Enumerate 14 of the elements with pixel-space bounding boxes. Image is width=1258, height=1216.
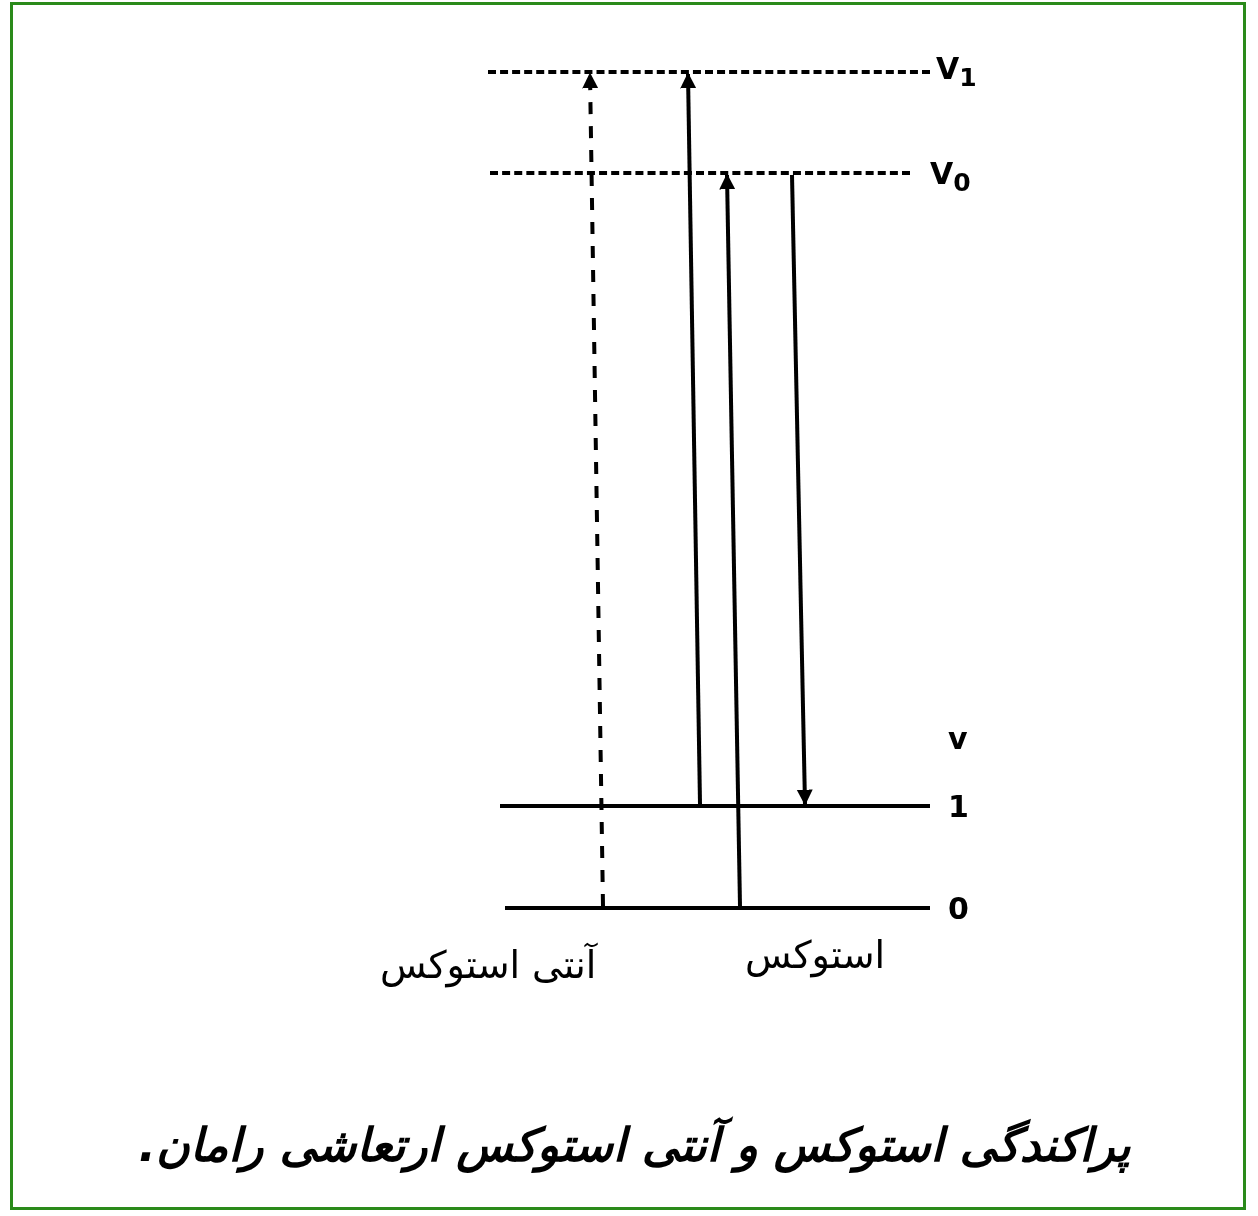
transition-arrow [680,72,702,805]
transition-arrow [582,72,605,907]
virtual-level-line [488,70,930,74]
vibrational-level-line [505,906,930,910]
level-label: 0 [948,894,969,924]
vibrational-level-line [500,804,930,808]
virtual-level-line [490,171,910,175]
level-label: 1 [948,792,969,822]
quantum-number-label: v [948,722,968,755]
level-label: V$_{1}$ [936,54,977,90]
transition-arrow [719,173,742,907]
transition-arrow [790,174,813,806]
level-label: V$_{0}$ [930,159,971,195]
stokes-label: استوکس [745,935,886,977]
